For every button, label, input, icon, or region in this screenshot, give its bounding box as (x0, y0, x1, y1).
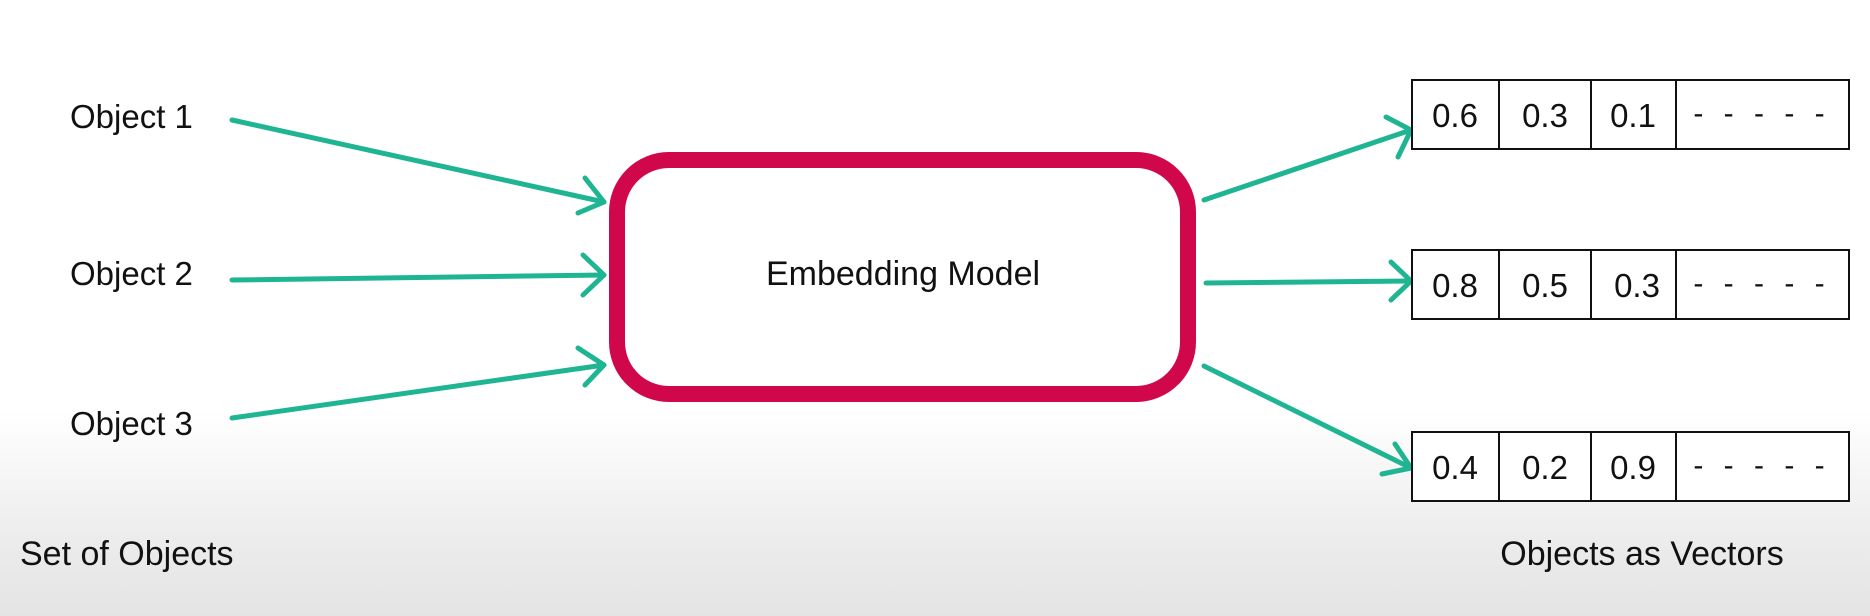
vector-row-2 (1411, 249, 1850, 320)
vector-3-value-1: 0.4 (1432, 449, 1478, 486)
vector-row-3 (1411, 431, 1850, 502)
vector-2-value-3: 0.3 (1614, 267, 1660, 304)
vector-1-value-2: 0.3 (1522, 97, 1568, 134)
output-arrow-1 (1201, 114, 1414, 203)
vector-3-ellipsis: - - - - - (1693, 449, 1830, 482)
input-arrow-1 (229, 117, 607, 216)
object-2-label: Object 2 (70, 255, 193, 292)
object-3-label: Object 3 (70, 405, 193, 442)
input-arrow-2 (229, 252, 607, 298)
input-arrows (229, 117, 607, 421)
vector-2-ellipsis: - - - - - (1693, 267, 1830, 300)
object-1-label: Object 1 (70, 98, 193, 135)
vector-1-ellipsis: - - - - - (1693, 97, 1830, 130)
objects-as-vectors-caption: Objects as Vectors (1500, 535, 1783, 573)
output-arrow-2 (1203, 259, 1414, 303)
vector-3-value-2: 0.2 (1522, 449, 1568, 486)
embedding-model-label: Embedding Model (766, 255, 1040, 293)
set-of-objects-caption: Set of Objects (20, 535, 234, 573)
vector-1-value-3: 0.1 (1610, 97, 1656, 134)
vector-2-value-1: 0.8 (1432, 267, 1478, 304)
output-arrows (1201, 114, 1414, 477)
vector-3-value-3: 0.9 (1610, 449, 1656, 486)
output-arrow-3 (1201, 363, 1414, 477)
embedding-model-box (609, 152, 1196, 402)
vector-row-1 (1411, 79, 1850, 150)
vector-1-value-1: 0.6 (1432, 97, 1478, 134)
vector-2-value-2: 0.5 (1522, 267, 1568, 304)
input-arrow-3 (229, 345, 607, 421)
